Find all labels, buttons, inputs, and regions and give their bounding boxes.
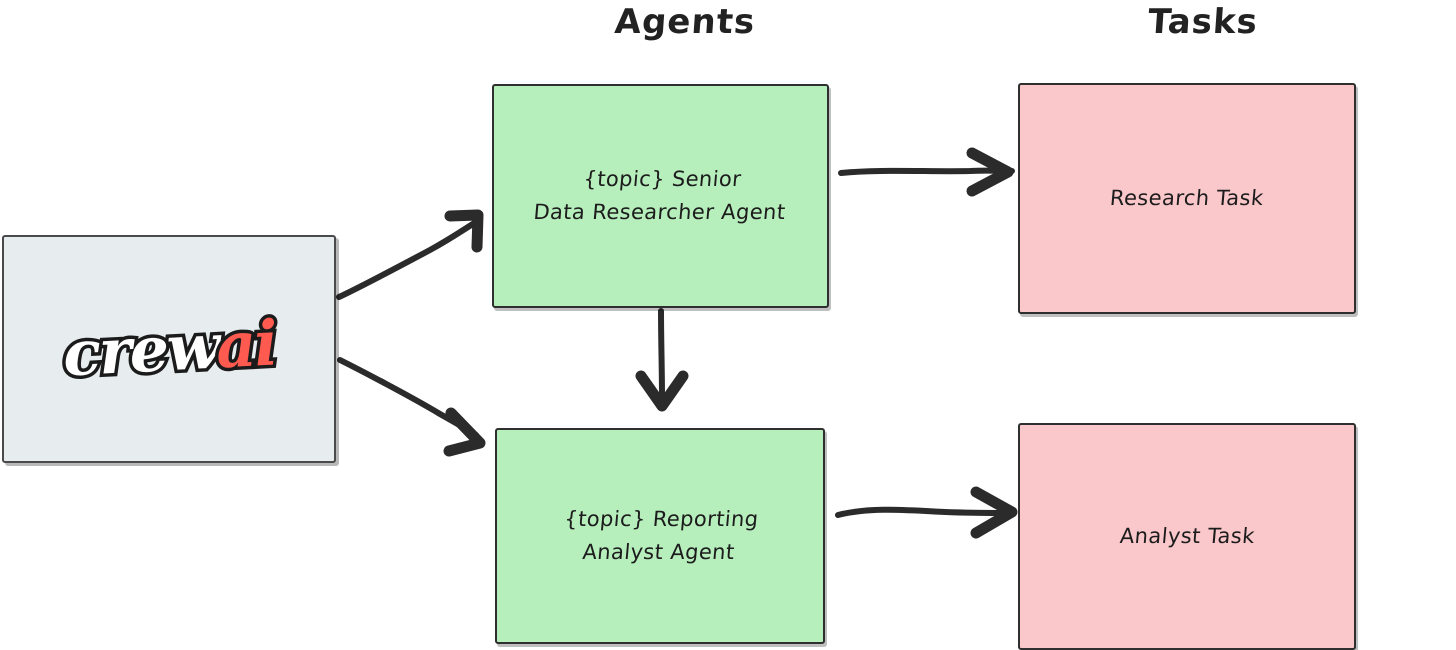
- node-task-analyst-label: Analyst Task: [1118, 524, 1256, 549]
- node-task-research-label: Research Task: [1109, 186, 1265, 211]
- crewai-logo-word-ai: ai: [210, 303, 280, 386]
- edge-crewai-to-reporter: [337, 357, 486, 457]
- edge-researcher-to-reporter: [635, 308, 689, 412]
- node-agent-reporter-label: {topic} Reporting Analyst Agent: [563, 507, 760, 564]
- column-header-tasks: Tasks: [1146, 2, 1260, 42]
- node-agent-researcher[interactable]: {topic} Senior Data Researcher Agent: [492, 84, 829, 308]
- crewai-logo-word-crew: crew: [57, 306, 223, 394]
- edge-reporter-to-analyst-task: [835, 486, 1018, 539]
- node-task-research[interactable]: Research Task: [1018, 83, 1356, 314]
- edge-researcher-to-research-task: [838, 147, 1015, 197]
- column-header-agents: Agents: [613, 2, 757, 42]
- node-agent-researcher-label: {topic} Senior Data Researcher Agent: [532, 167, 787, 224]
- node-agent-reporter[interactable]: {topic} Reporting Analyst Agent: [495, 428, 825, 644]
- edge-crewai-to-researcher: [336, 209, 484, 300]
- node-task-analyst[interactable]: Analyst Task: [1018, 423, 1356, 650]
